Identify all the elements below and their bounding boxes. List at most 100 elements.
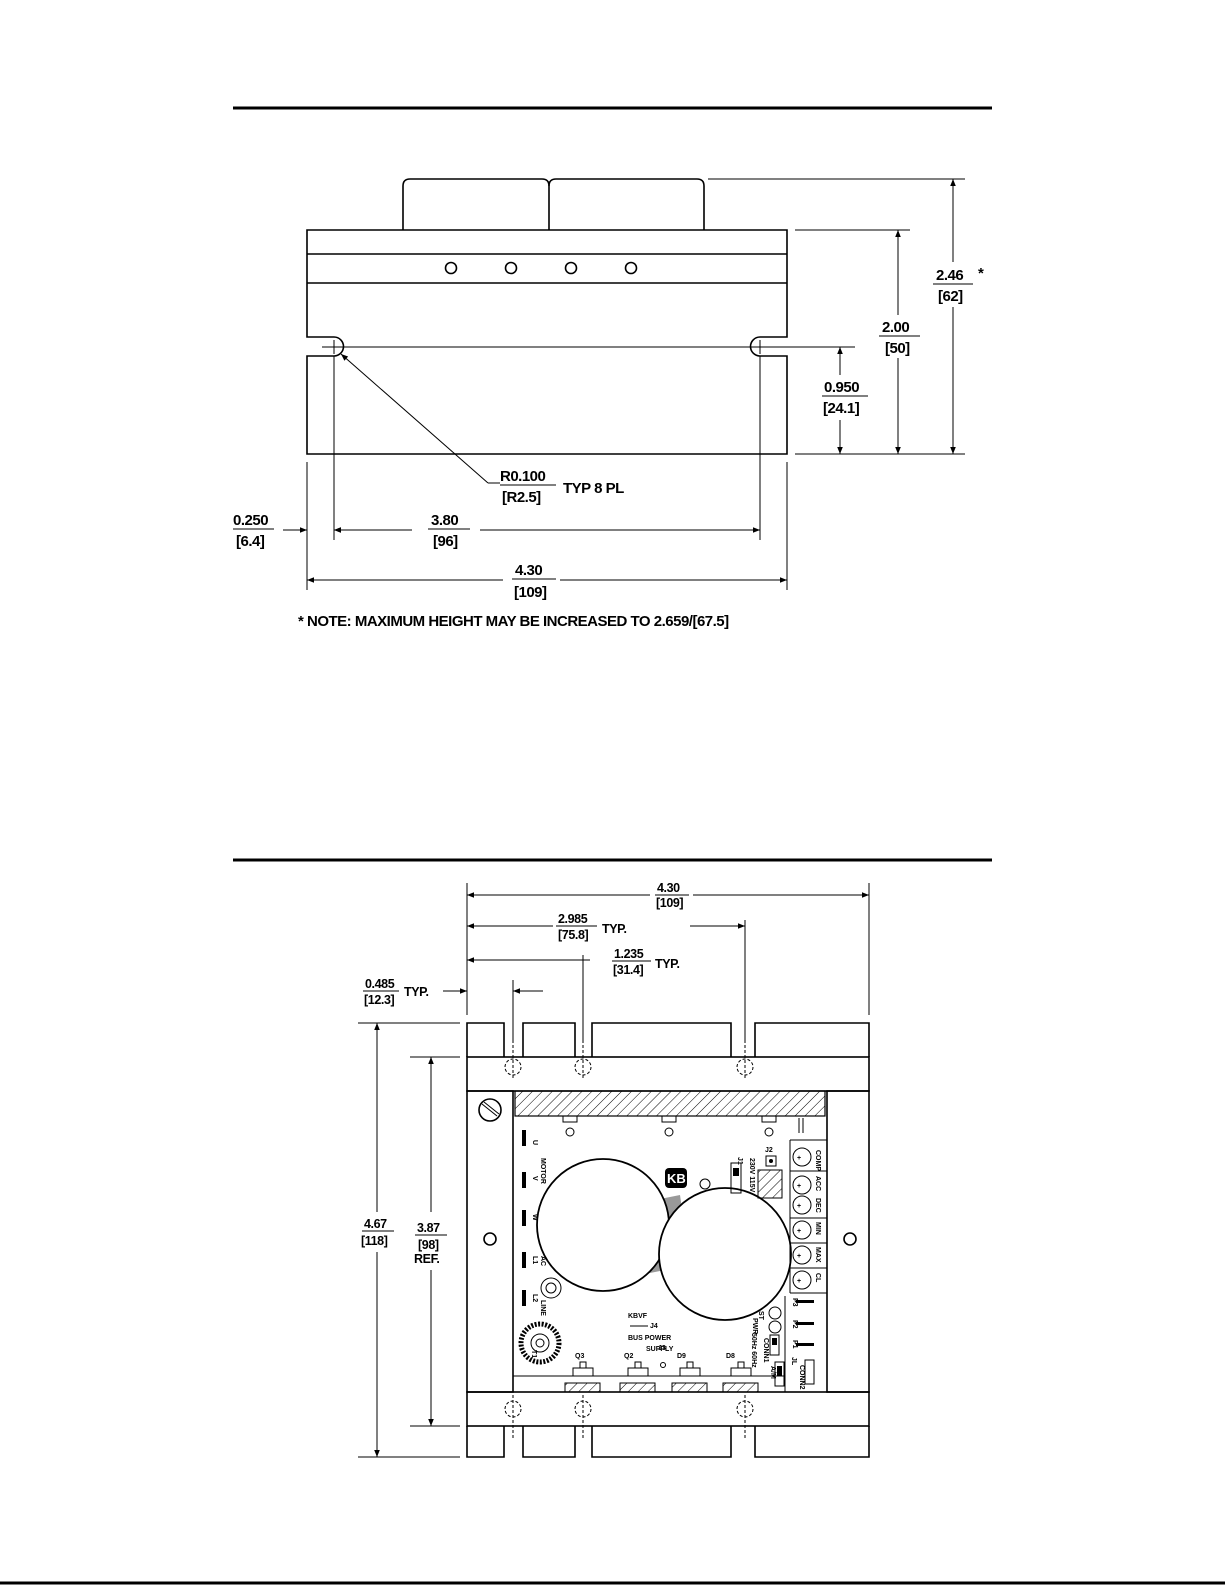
capacitor-bump-left (402, 178, 550, 230)
label-dec: DEC (814, 1198, 821, 1213)
label-j2: J2 (765, 1147, 773, 1154)
dim-length-value: 4.67 (364, 1217, 387, 1231)
label-jl: JL (790, 1357, 797, 1366)
dim-far-hole-value: 2.985 (558, 912, 588, 926)
label-l2: L2 (531, 1294, 538, 1302)
dim-far-hole-metric: [75.8] (558, 928, 588, 942)
trimpot-hole (624, 261, 638, 275)
dim-width-metric: [109] (514, 584, 547, 601)
heatsink-hatch (514, 1090, 826, 1117)
label-st: ST (757, 1311, 764, 1321)
label-pwr: PWR (751, 1318, 758, 1334)
capacitor-large (536, 1158, 670, 1292)
dim-mid-hole-suffix: TYP. (655, 957, 680, 971)
right-wall (826, 1090, 870, 1393)
top-heatsink-fin (466, 1022, 870, 1057)
label-v: V (531, 1176, 538, 1181)
kb-logo (665, 1168, 687, 1188)
dim-body-height-value: 2.00 (882, 319, 909, 336)
dim-first-hole-metric: [12.3] (364, 993, 394, 1007)
label-q2: Q2 (624, 1353, 633, 1360)
label-am: A/M (769, 1366, 776, 1379)
label-j1: J1 (736, 1157, 743, 1165)
dim-body-height-metric: [50] (885, 340, 910, 357)
label-motor: MOTOR (539, 1158, 546, 1184)
svg-text:+: + (797, 1253, 801, 1260)
label-max: MAX (814, 1247, 821, 1263)
am-jumper (774, 1361, 785, 1387)
label-p2: P2 (791, 1320, 798, 1329)
dim-first-hole-value: 0.485 (365, 977, 395, 991)
dim-mid-hole-value: 1.235 (614, 947, 644, 961)
label-w: W (531, 1214, 538, 1221)
dim-radius-suffix: TYP 8 PL (563, 480, 624, 497)
svg-text:+: + (797, 1203, 801, 1210)
dim-top-width-metric: [109] (656, 896, 683, 910)
side-view: R0.100 [R2.5] TYP 8 PL 0.250 [6.4] 3.80 … (233, 178, 985, 630)
bottom-heatsink-fin (466, 1426, 870, 1458)
height-note: * NOTE: MAXIMUM HEIGHT MAY BE INCREASED … (298, 613, 729, 630)
top-view: U MOTOR V W L1 AC L2 LINE T1 KB J1 230V … (358, 881, 870, 1458)
status-led (768, 1306, 782, 1320)
svg-text:+: + (797, 1183, 801, 1190)
dim-mid-hole-metric: [31.4] (613, 963, 643, 977)
conn2-header (804, 1359, 815, 1385)
dim-radius-metric: [R2.5] (502, 489, 541, 506)
label-j4: J4 (650, 1323, 658, 1330)
screw-slot (481, 1103, 498, 1117)
label-d8: D8 (726, 1353, 735, 1360)
left-wall (466, 1090, 514, 1393)
dim-far-hole-suffix: TYP. (602, 922, 627, 936)
dim-edge-metric: [6.4] (236, 533, 265, 550)
voltage-jumper (730, 1162, 742, 1194)
j2-header (765, 1155, 777, 1167)
dim-ref-suffix: REF. (414, 1252, 440, 1266)
dim-slot-height-metric: [24.1] (823, 400, 860, 417)
label-l1: L1 (531, 1256, 538, 1264)
side-body-outline (306, 229, 788, 455)
svg-text:+: + (797, 1278, 801, 1285)
label-kbvf: KBVF (628, 1313, 648, 1320)
hz-jumper (769, 1334, 780, 1356)
fuse (545, 1282, 557, 1294)
top-rail (466, 1056, 870, 1092)
fuse (540, 1277, 562, 1299)
screw-slot (483, 1101, 500, 1115)
dim-top-width-value: 4.30 (657, 881, 680, 895)
power-led (768, 1320, 782, 1334)
label-acc: ACC (814, 1176, 821, 1191)
toroid-inductor (518, 1321, 562, 1365)
indicator-hole (699, 1178, 711, 1190)
mounting-hole (483, 1232, 497, 1246)
dim-width-value: 4.30 (515, 562, 542, 579)
motor-terminals (522, 1130, 526, 1306)
dim-max-height-metric: [62] (938, 288, 963, 305)
label-conn1: CONN1 (762, 1338, 769, 1363)
label-line: LINE (539, 1300, 546, 1316)
connector-grid (757, 1169, 783, 1199)
trimpot-hole (564, 261, 578, 275)
dim-slot-spacing-metric: [96] (433, 533, 458, 550)
dim-length-metric: [118] (361, 1234, 388, 1248)
label-p3: P3 (791, 1298, 798, 1307)
kb-logo-text: KB (667, 1171, 686, 1186)
trimpot-column: + + + + + + (789, 1139, 827, 1294)
dim-radius-value: R0.100 (500, 468, 546, 485)
dim-edge-value: 0.250 (233, 512, 268, 529)
dim-ref-value: 3.87 (417, 1221, 440, 1235)
bottom-rail (466, 1391, 870, 1427)
label-comp: COMP (814, 1150, 821, 1171)
capacitor-large (658, 1187, 792, 1321)
label-j3: J3 (658, 1345, 666, 1352)
label-u: U (531, 1140, 538, 1145)
transistor-tabs-bottom (513, 1361, 785, 1393)
label-d9: D9 (677, 1353, 686, 1360)
label-cl: CL (814, 1273, 821, 1283)
transistor-tabs-top (562, 1115, 804, 1137)
label-t1: T1 (530, 1350, 537, 1358)
label-supply: SUPPLY (646, 1346, 674, 1353)
trimpot-hole (504, 261, 518, 275)
label-voltage: 230V 115V (748, 1158, 755, 1193)
trimpot-hole (444, 261, 458, 275)
